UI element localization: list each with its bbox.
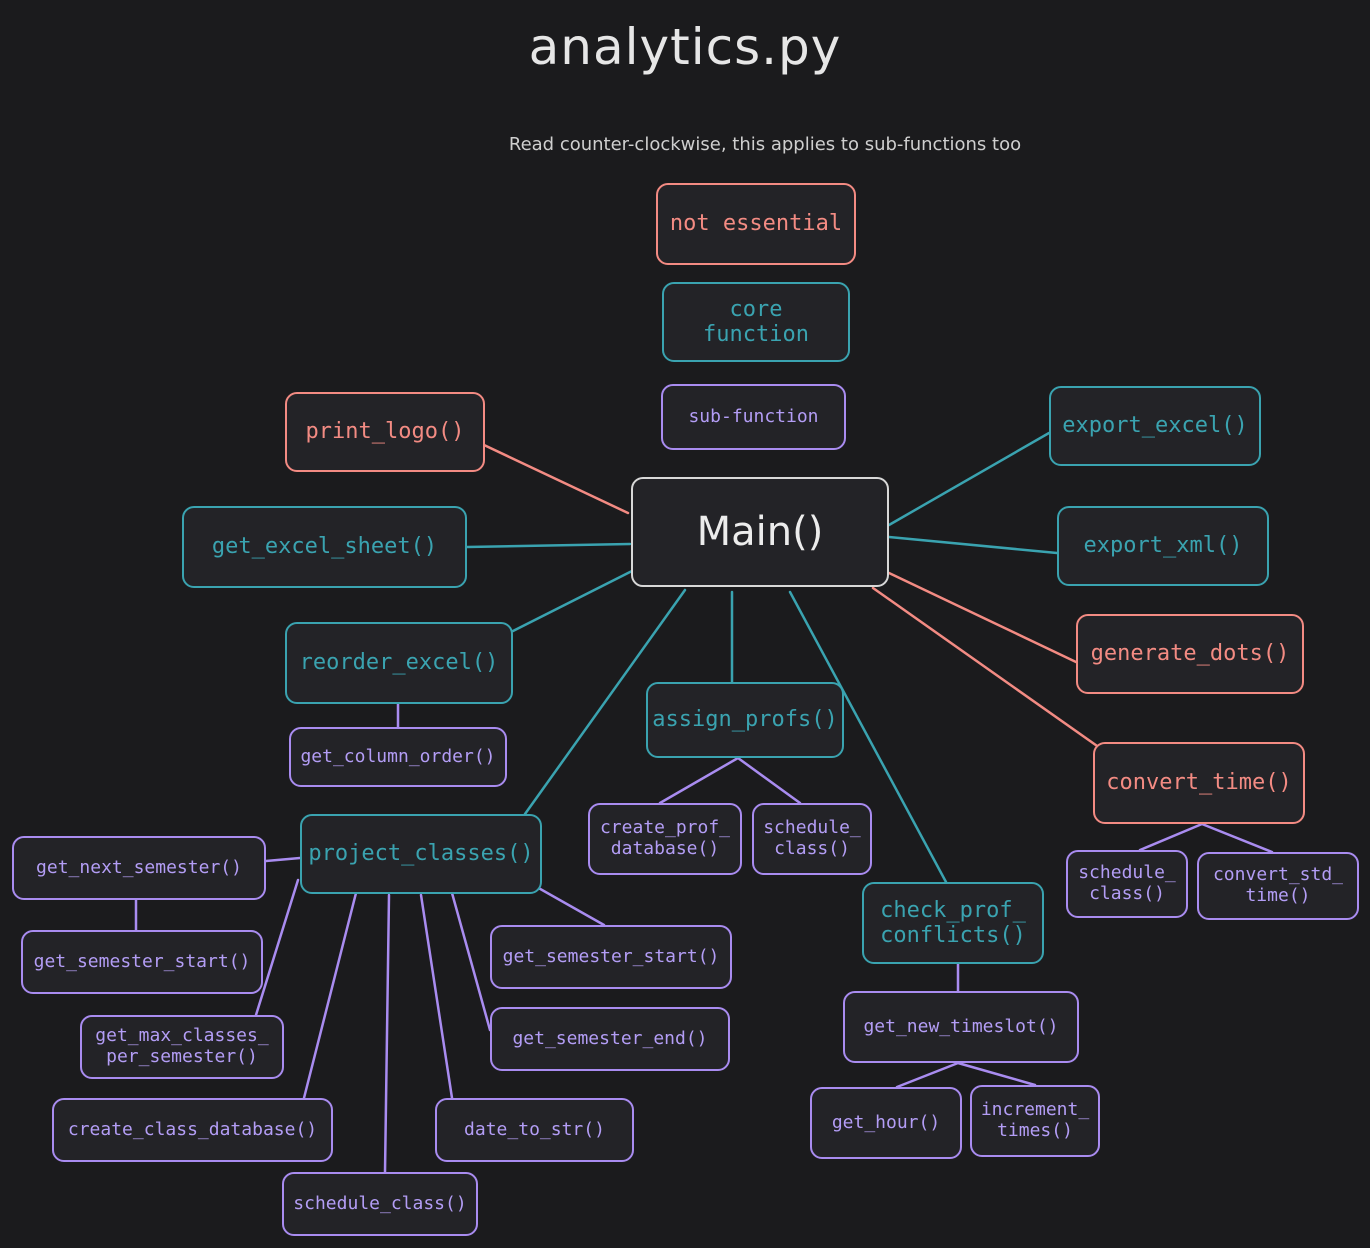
node-reorder-excel: reorder_excel() bbox=[285, 622, 513, 704]
edge-project-to-semester-start-right bbox=[533, 884, 606, 927]
node-convert-std-time: convert_std_ time() bbox=[1197, 852, 1359, 920]
edge-timeslot-to-increment bbox=[956, 1061, 1037, 1087]
edge-main-to-check-prof-conflicts bbox=[788, 590, 948, 884]
node-create-class-database: create_class_database() bbox=[52, 1098, 333, 1162]
edge-main-to-export-excel bbox=[887, 431, 1051, 527]
node-main: Main() bbox=[631, 477, 889, 587]
edge-main-to-project-classes bbox=[523, 588, 687, 816]
diagram-title: analytics.py bbox=[528, 18, 842, 76]
edge-convert-to-std-time bbox=[1200, 822, 1274, 854]
legend-sub-function: sub-function bbox=[661, 384, 846, 450]
edge-assign-to-schedule-class bbox=[736, 756, 802, 805]
edge-project-to-schedule-class bbox=[383, 893, 391, 1174]
node-get-max-classes-per-semester: get_max_classes_ per_semester() bbox=[80, 1015, 284, 1079]
legend-not-essential: not essential bbox=[656, 183, 856, 265]
node-check-prof-conflicts: check_prof_ conflicts() bbox=[862, 882, 1044, 964]
edge-project-to-next-semester bbox=[264, 856, 302, 863]
edge-project-to-max-classes bbox=[254, 878, 300, 1017]
node-get-hour: get_hour() bbox=[810, 1087, 962, 1159]
node-increment-times: increment_ times() bbox=[970, 1085, 1100, 1157]
edge-convert-to-schedule-class bbox=[1138, 822, 1204, 852]
edge-timeslot-to-get-hour bbox=[895, 1061, 960, 1089]
legend-core-function: core function bbox=[662, 282, 850, 362]
node-assign-profs: assign_profs() bbox=[646, 682, 844, 758]
node-schedule-class-mid: schedule_ class() bbox=[752, 803, 872, 875]
node-get-next-semester: get_next_semester() bbox=[12, 836, 266, 900]
node-export-excel: export_excel() bbox=[1049, 386, 1261, 466]
node-schedule-class-bottom: schedule_class() bbox=[282, 1172, 478, 1236]
node-project-classes: project_classes() bbox=[300, 814, 542, 894]
edge-assign-to-create-prof-db bbox=[658, 756, 740, 805]
diagram-subtitle: Read counter-clockwise, this applies to … bbox=[508, 134, 1022, 155]
edge-main-to-reorder-excel bbox=[509, 569, 634, 634]
node-convert-time: convert_time() bbox=[1093, 742, 1305, 824]
node-get-new-timeslot: get_new_timeslot() bbox=[843, 991, 1079, 1063]
node-date-to-str: date_to_str() bbox=[435, 1098, 634, 1162]
edge-main-to-convert-time bbox=[871, 586, 1102, 750]
edge-main-to-print-logo bbox=[482, 443, 630, 515]
node-get-semester-start-right: get_semester_start() bbox=[490, 925, 732, 989]
node-get-column-order: get_column_order() bbox=[289, 727, 507, 787]
node-get-semester-end: get_semester_end() bbox=[490, 1007, 730, 1071]
edge-main-to-export-xml bbox=[887, 535, 1059, 555]
edge-project-to-date-to-str bbox=[419, 893, 454, 1100]
node-print-logo: print_logo() bbox=[285, 392, 485, 472]
node-create-prof-database: create_prof_ database() bbox=[588, 803, 742, 875]
edge-main-to-generate-dots bbox=[887, 571, 1078, 664]
edge-project-to-semester-end bbox=[450, 891, 492, 1032]
edge-project-to-create-class-db bbox=[302, 891, 358, 1100]
node-export-xml: export_xml() bbox=[1057, 506, 1269, 586]
node-get-excel-sheet: get_excel_sheet() bbox=[182, 506, 467, 588]
node-generate-dots: generate_dots() bbox=[1076, 614, 1304, 694]
edge-main-to-get-excel-sheet bbox=[465, 542, 632, 549]
node-get-semester-start-left: get_semester_start() bbox=[21, 930, 263, 994]
node-schedule-class-right: schedule_ class() bbox=[1066, 850, 1188, 918]
